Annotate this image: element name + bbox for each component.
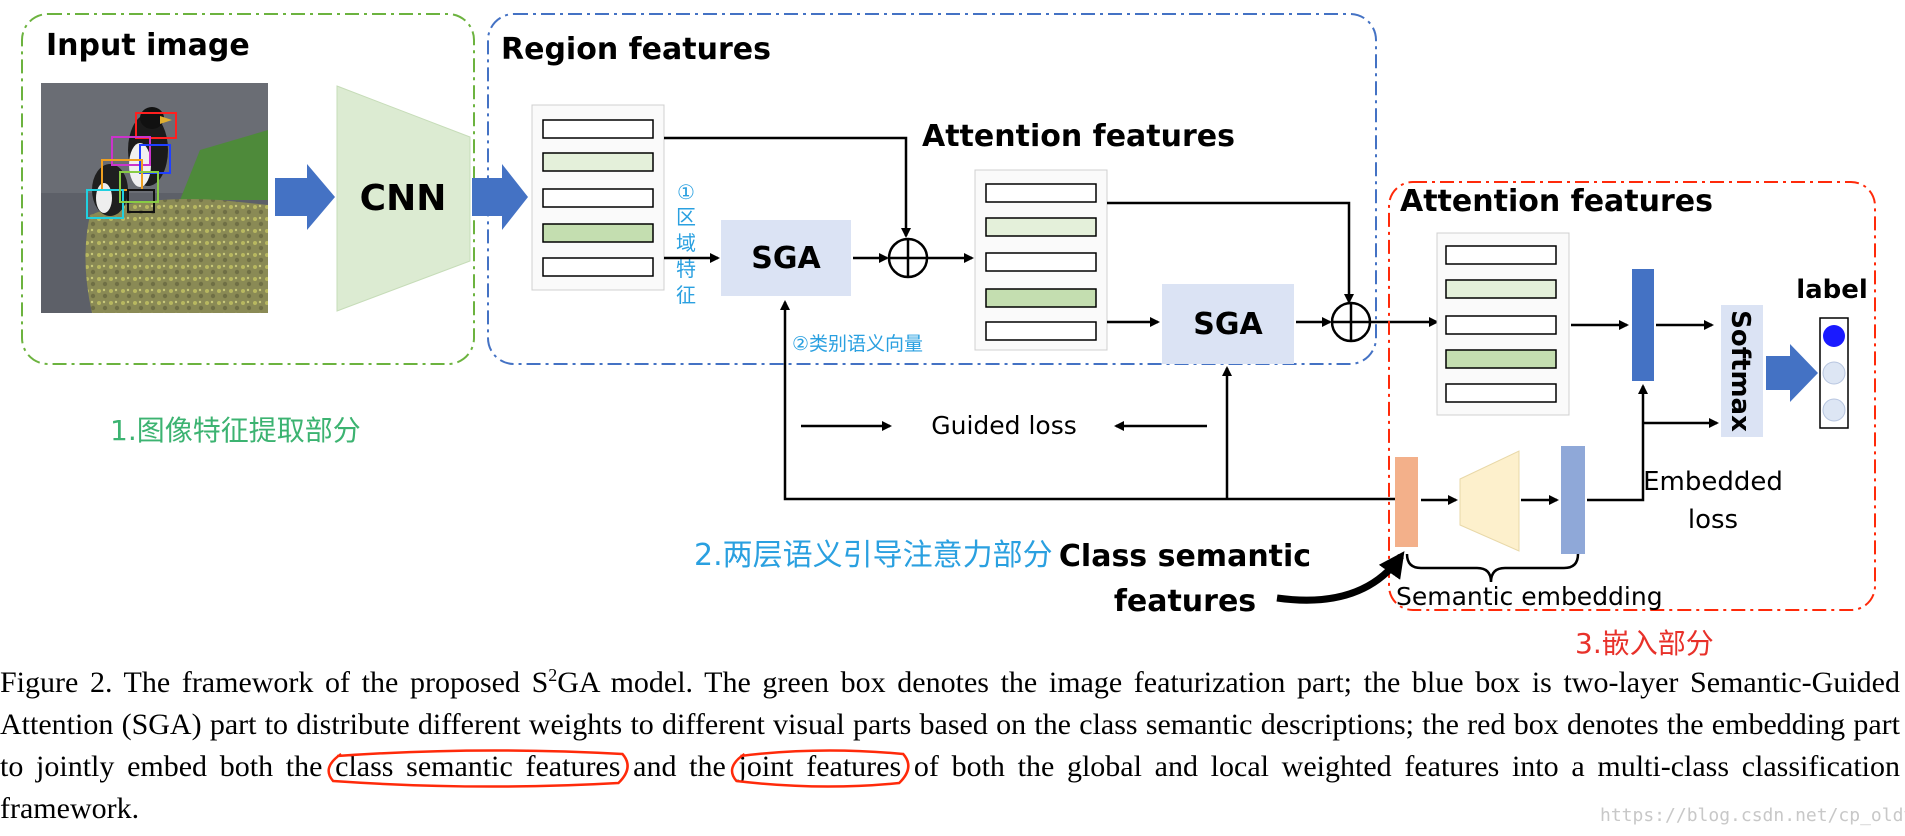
embedded-to-joint-arrow [1587, 384, 1648, 502]
attention-skip-arrow [1107, 201, 1354, 304]
embedding-trapezoid [1459, 450, 1520, 552]
caption-part-2: GA model. The green box denotes the imag… [0, 666, 1900, 783]
class-semantic-vector [1395, 457, 1418, 547]
sum-operator-2 [1330, 301, 1372, 343]
embedding-section-box [1388, 181, 1876, 611]
region-skip-arrow [664, 136, 911, 238]
semantic-embedding-brace [1405, 553, 1580, 583]
attention-features-title-2: Attention features [1400, 184, 1713, 219]
region-note-number: ① [677, 180, 695, 204]
caption-part-1: Figure 2. The framework of the proposed … [0, 666, 549, 699]
sga-block-1 [721, 220, 851, 296]
sga-label-2: SGA [1193, 307, 1263, 342]
region-note-char: 征 [676, 283, 696, 307]
cnn-trapezoid [336, 85, 471, 312]
semantic-embedding-label: Semantic embedding [1396, 582, 1663, 611]
embedded-vector [1561, 446, 1585, 554]
sga-block-2 [1162, 284, 1294, 364]
caption-part-4: of both the global and local weighted fe… [0, 750, 1900, 825]
sum-operator-1 [887, 237, 929, 279]
joint-feature-vector [1632, 269, 1654, 381]
class-vector-note: ②类别语义向量 [792, 333, 923, 355]
circled-class-semantic-features: class semantic features [335, 750, 621, 783]
attention-feature-stack-1 [974, 169, 1108, 351]
softmax-block [1721, 305, 1763, 437]
sga-label-1: SGA [751, 241, 821, 276]
softmax-to-label-arrow [1766, 344, 1818, 402]
region-features-title: Region features [501, 32, 771, 67]
guided-loss-label: Guided loss [931, 411, 1077, 440]
class-semantic-input-arrow [1276, 551, 1405, 604]
sga-section-box [487, 13, 1377, 365]
watermark: https://blog.csdn.net/cp_oldy [1600, 805, 1905, 826]
cnn-to-region-arrow [472, 164, 528, 230]
caption-superscript: 2 [548, 665, 558, 685]
cnn-label: CNN [360, 178, 447, 219]
region-feature-stack [531, 104, 665, 291]
label-output-vector [1819, 317, 1849, 429]
class-semantic-label-line1: Class semantic [1059, 539, 1311, 574]
label-title: label [1796, 275, 1868, 305]
input-image-title: Input image [46, 28, 250, 63]
image-to-cnn-arrow [275, 164, 335, 230]
joint-feature-stack [1436, 232, 1570, 416]
diagram-canvas: Input image CNN 1.图像特征提取部分 Region featur… [21, 13, 1876, 660]
image-featurization-box [21, 13, 475, 365]
embedded-loss-label-line1: Embedded [1643, 467, 1783, 497]
attention-features-title-1: Attention features [922, 119, 1235, 154]
caption-part-3: and the [620, 750, 739, 783]
circled-joint-features: joint features [738, 750, 902, 783]
input-bird-image [41, 83, 268, 313]
softmax-label: Softmax [1725, 310, 1755, 432]
embedded-loss-label-line2: loss [1688, 505, 1738, 535]
region-note-char: 特 [676, 257, 696, 281]
region-note-char: 域 [676, 231, 696, 255]
image-featurization-label: 1.图像特征提取部分 [110, 414, 361, 447]
class-semantic-to-sga1-arrow [780, 300, 1400, 501]
embedding-section-label: 3.嵌入部分 [1575, 627, 1714, 660]
class-semantic-label-line2: features [1114, 584, 1256, 619]
sga-section-label: 2.两层语义引导注意力部分 [694, 538, 1053, 573]
region-note-char: 区 [676, 205, 696, 229]
